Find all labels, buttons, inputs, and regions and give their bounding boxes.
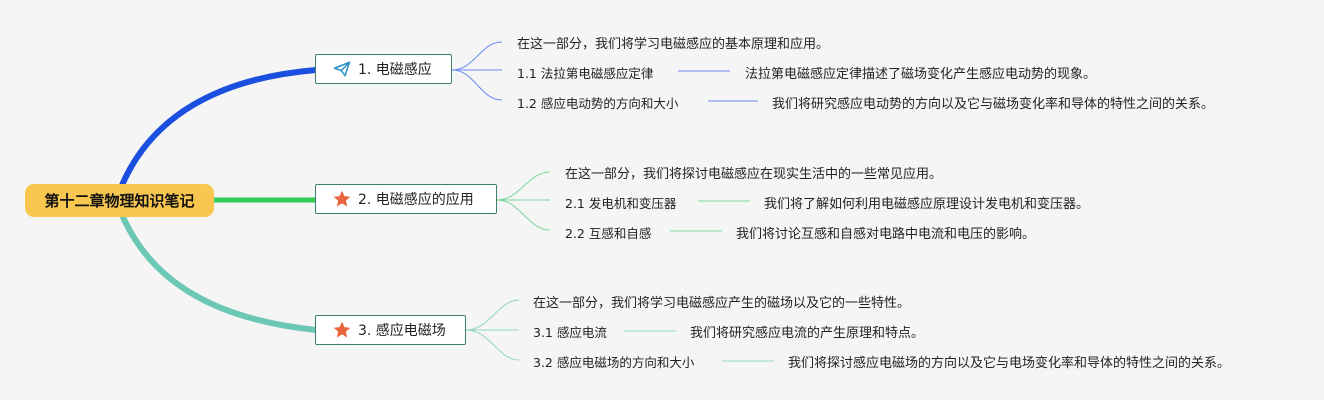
topic-2-intro: 在这一部分，我们将探讨电磁感应在现实生活中的一些常见应用。	[565, 167, 943, 182]
topic-1-intro: 在这一部分，我们将学习电磁感应的基本原理和应用。	[517, 37, 830, 52]
star-icon	[332, 189, 352, 209]
topic-1-sublinks	[451, 41, 758, 102]
subtopic-3-1-detail: 我们将研究感应电流的产生原理和特点。	[690, 326, 925, 341]
star-icon	[332, 320, 352, 340]
subtopic-3-2-title[interactable]: 3.2 感应电磁场的方向和大小	[533, 355, 695, 370]
subtopic-2-1-title[interactable]: 2.1 发电机和变压器	[565, 196, 677, 211]
subtopic-1-1-title[interactable]: 1.1 法拉第电磁感应定律	[517, 66, 654, 81]
topic-label: 3. 感应电磁场	[358, 323, 446, 339]
topic-3-intro: 在这一部分，我们将学习电磁感应产生的磁场以及它的一些特性。	[533, 296, 911, 311]
subtopic-1-2-title[interactable]: 1.2 感应电动势的方向和大小	[517, 96, 679, 111]
subtopic-2-2-detail: 我们将讨论互感和自感对电路中电流和电压的影响。	[736, 227, 1036, 242]
topic-node-2[interactable]: 2. 电磁感应的应用	[315, 184, 497, 214]
topic-label: 1. 电磁感应	[358, 62, 432, 78]
topic-3-sublinks	[465, 299, 774, 362]
subtopic-3-1-title[interactable]: 3.1 感应电流	[533, 325, 607, 340]
subtopic-2-1-detail: 我们将了解如何利用电磁感应原理设计发电机和变压器。	[764, 197, 1090, 212]
topic-node-3[interactable]: 3. 感应电磁场	[315, 315, 466, 345]
paper-plane-icon	[332, 59, 352, 79]
subtopic-2-2-title[interactable]: 2.2 互感和自感	[565, 226, 652, 241]
subtopic-1-2-detail: 我们将研究感应电动势的方向以及它与磁场变化率和导体的特性之间的关系。	[772, 97, 1215, 112]
topic-label: 2. 电磁感应的应用	[358, 192, 474, 208]
central-topic[interactable]: 第十二章物理知识笔记	[25, 184, 214, 217]
branch-connector-3	[117, 207, 319, 333]
branch-connector-1	[117, 67, 319, 193]
subtopic-1-1-detail: 法拉第电磁感应定律描述了磁场变化产生感应电动势的现象。	[745, 67, 1097, 82]
topic-2-sublinks	[496, 171, 750, 232]
subtopic-3-2-detail: 我们将探讨感应电磁场的方向以及它与电场变化率和导体的特性之间的关系。	[788, 356, 1231, 371]
topic-node-1[interactable]: 1. 电磁感应	[315, 54, 452, 84]
